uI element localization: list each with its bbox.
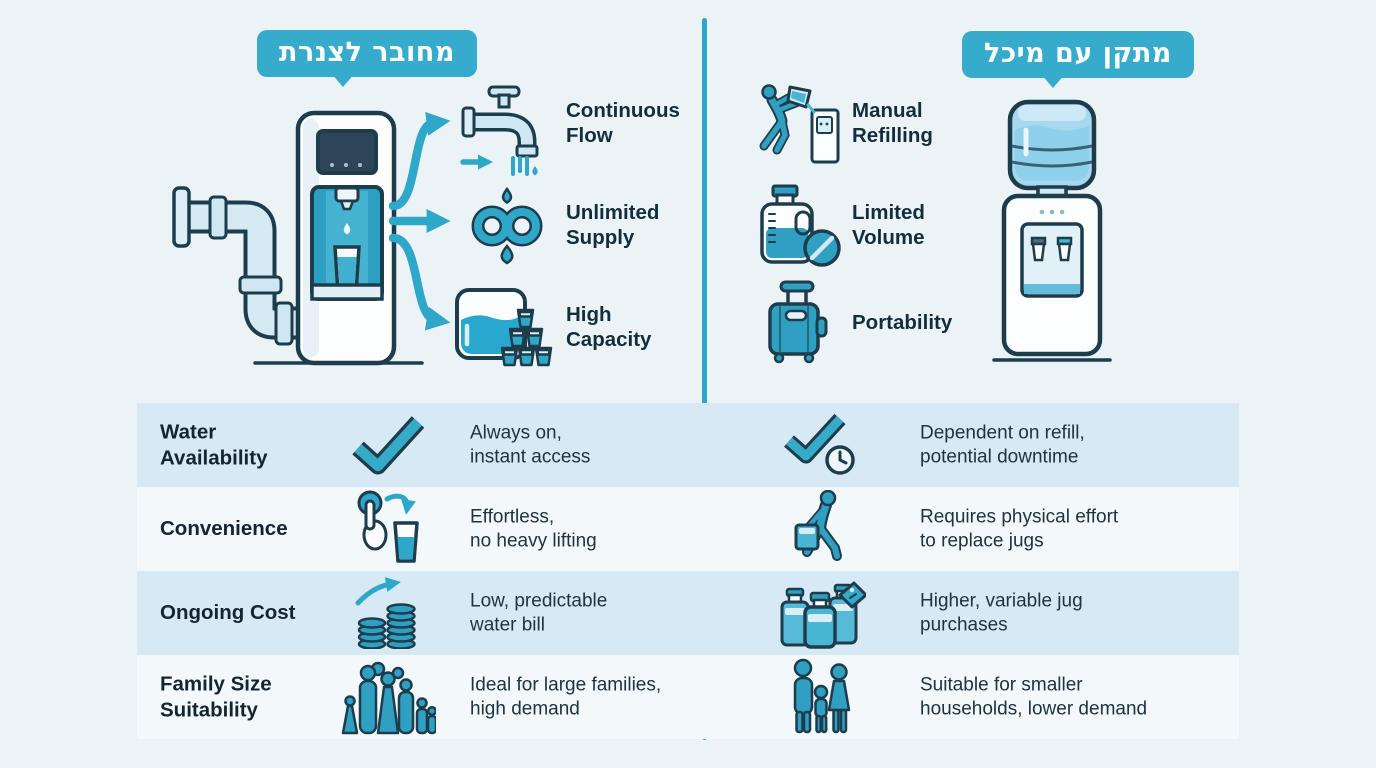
row-left-text: Ideal for large families, high demand: [470, 674, 662, 719]
bottle-cooler-illustration: [992, 99, 1112, 362]
refill-person-icon: [759, 84, 840, 164]
row-label: Family Size Suitability: [160, 672, 272, 721]
comparison-row-water-availability: Water Availability Always on, instant ac…: [137, 403, 1239, 487]
left-column-badge: מחובר לצנרת: [257, 30, 477, 77]
feature-label-limited-volume: Limited Volume: [852, 201, 925, 249]
jugs-price-tag-icon: [780, 581, 866, 649]
row-left-text: Effortless, no heavy lifting: [470, 506, 597, 551]
row-right-text: Higher, variable jug purchases: [920, 590, 1083, 635]
feature-label-manual-refilling: Manual Refilling: [852, 99, 933, 147]
right-column-badge: מתקן עם מיכל: [962, 31, 1194, 78]
coin-stack-arrow-icon: [355, 577, 416, 649]
feature-label-high-capacity: High Capacity: [566, 303, 652, 351]
flow-arrows-icon: [388, 111, 451, 331]
row-label: Water Availability: [160, 420, 268, 469]
row-left-text: Always on, instant access: [470, 422, 591, 467]
column-divider: [702, 18, 707, 740]
comparison-row-ongoing-cost: Ongoing Cost Low, predictable water bill: [137, 571, 1239, 655]
feature-label-portability: Portability: [852, 311, 953, 334]
checkmark-clock-icon: [784, 413, 855, 475]
left-badge-tail-icon: [330, 72, 356, 87]
feature-label-continuous-flow: Continuous Flow: [566, 99, 680, 147]
row-right-text: Suitable for smaller households, lower d…: [920, 674, 1148, 719]
row-right-text: Dependent on refill, potential downtime: [920, 422, 1085, 467]
right-badge-tail-icon: [1040, 73, 1066, 88]
feature-label-unlimited-supply: Unlimited Supply: [566, 201, 660, 249]
row-label: Ongoing Cost: [160, 601, 296, 625]
small-family-icon: [793, 658, 851, 734]
comparison-row-family-size: Family Size Suitability Ideal for large …: [137, 655, 1239, 739]
suitcase-icon: [768, 280, 828, 364]
limited-jug-icon: [760, 184, 841, 267]
comparison-row-convenience: Convenience Effortless, no heavy lifting: [137, 487, 1239, 571]
faucet-icon: [460, 85, 539, 176]
row-label: Convenience: [160, 517, 288, 541]
large-family-icon: [341, 661, 436, 735]
checkmark-icon: [352, 416, 425, 475]
capacity-tank-cups-icon: [455, 288, 553, 367]
carrying-person-icon: [794, 490, 842, 561]
infinity-icon: [471, 186, 543, 265]
row-left-text: Low, predictable water bill: [470, 590, 608, 635]
plumbed-dispenser-illustration: [172, 110, 424, 366]
row-right-text: Requires physical effort to replace jugs: [920, 506, 1119, 551]
press-button-cup-icon: [357, 490, 419, 563]
